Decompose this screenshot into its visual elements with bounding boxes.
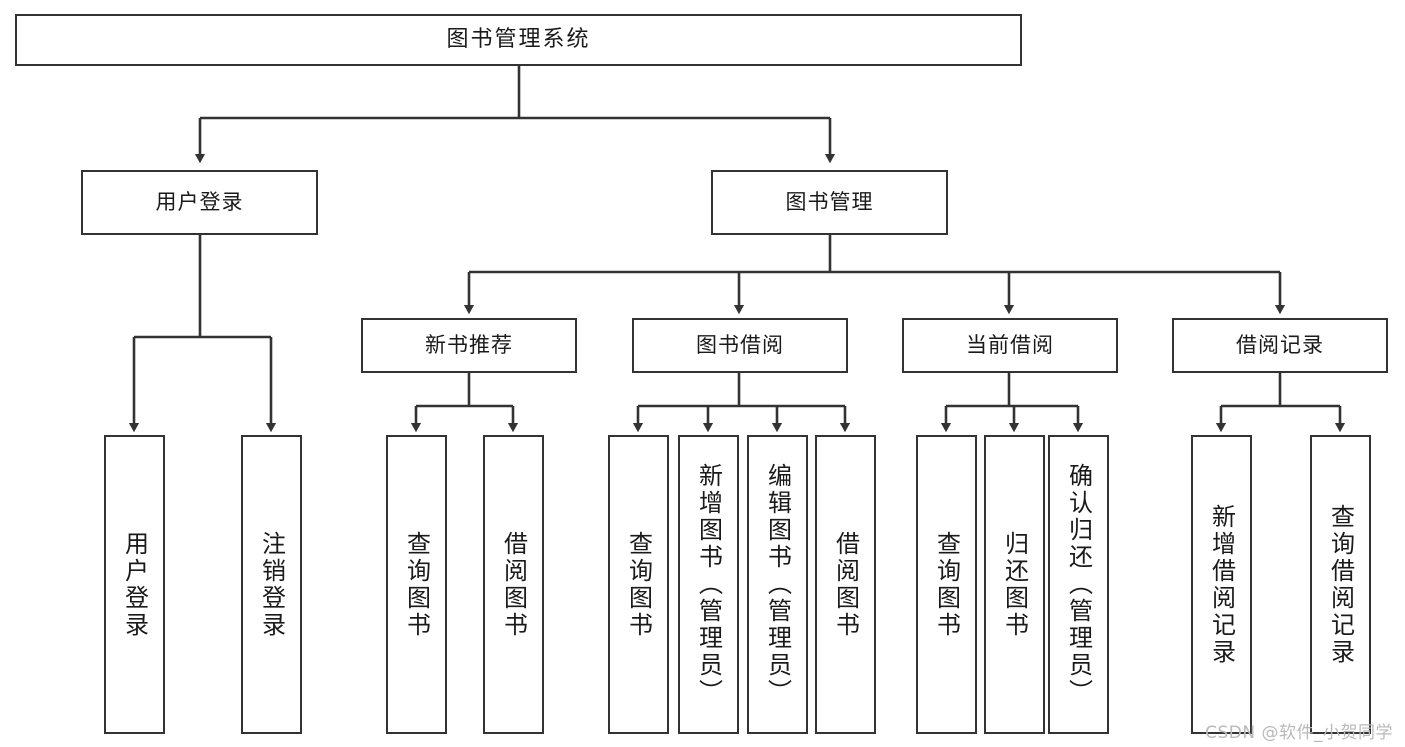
node-new-book-recommend[interactable]: 新书推荐 [361,318,577,373]
node-book-manage-label: 图书管理 [785,190,874,215]
node-borrow-record[interactable]: 借阅记录 [1172,318,1388,373]
node-leaf-query-book-3[interactable]: 查询图书 [916,435,977,734]
node-leaf-add-book-label: 新增图书（管理员） [694,463,723,706]
node-leaf-edit-book-label: 编辑图书（管理员） [763,463,792,706]
node-leaf-user-login-label: 用户登录 [120,530,149,639]
node-user-login-label: 用户登录 [155,190,244,215]
node-leaf-borrow-book-1-label: 借阅图书 [499,530,528,639]
node-book-manage[interactable]: 图书管理 [711,170,948,235]
watermark: CSDN @软件_小贺同学 [1205,723,1393,743]
node-root-label: 图书管理系统 [446,27,591,53]
node-current-borrow-label: 当前借阅 [966,333,1054,358]
node-leaf-query-book-1[interactable]: 查询图书 [386,435,447,734]
node-current-borrow[interactable]: 当前借阅 [902,318,1118,373]
node-leaf-confirm-return-label: 确认归还（管理员） [1064,463,1093,706]
node-leaf-query-book-3-label: 查询图书 [932,530,961,639]
node-leaf-query-book-2-label: 查询图书 [624,530,653,639]
node-leaf-borrow-book-1[interactable]: 借阅图书 [483,435,544,734]
node-leaf-edit-book[interactable]: 编辑图书（管理员） [747,435,808,734]
node-leaf-user-login[interactable]: 用户登录 [104,435,165,734]
node-new-book-recommend-label: 新书推荐 [425,333,513,358]
node-leaf-borrow-book-2[interactable]: 借阅图书 [815,435,876,734]
node-book-borrow[interactable]: 图书借阅 [632,318,848,373]
node-leaf-logout-label: 注销登录 [257,530,286,639]
node-leaf-borrow-book-2-label: 借阅图书 [831,530,860,639]
node-leaf-return-book-label: 归还图书 [1000,530,1029,639]
node-leaf-confirm-return[interactable]: 确认归还（管理员） [1048,435,1109,734]
node-leaf-add-book[interactable]: 新增图书（管理员） [678,435,739,734]
node-leaf-query-record[interactable]: 查询借阅记录 [1310,435,1371,734]
node-user-login[interactable]: 用户登录 [81,170,318,235]
node-leaf-add-record-label: 新增借阅记录 [1207,503,1236,666]
node-leaf-query-book-1-label: 查询图书 [402,530,431,639]
node-leaf-logout[interactable]: 注销登录 [241,435,302,734]
node-book-borrow-label: 图书借阅 [696,333,784,358]
node-leaf-add-record[interactable]: 新增借阅记录 [1191,435,1252,734]
node-leaf-query-record-label: 查询借阅记录 [1326,503,1355,666]
node-root[interactable]: 图书管理系统 [15,14,1022,66]
node-borrow-record-label: 借阅记录 [1236,333,1324,358]
node-leaf-query-book-2[interactable]: 查询图书 [608,435,669,734]
node-leaf-return-book[interactable]: 归还图书 [984,435,1045,734]
